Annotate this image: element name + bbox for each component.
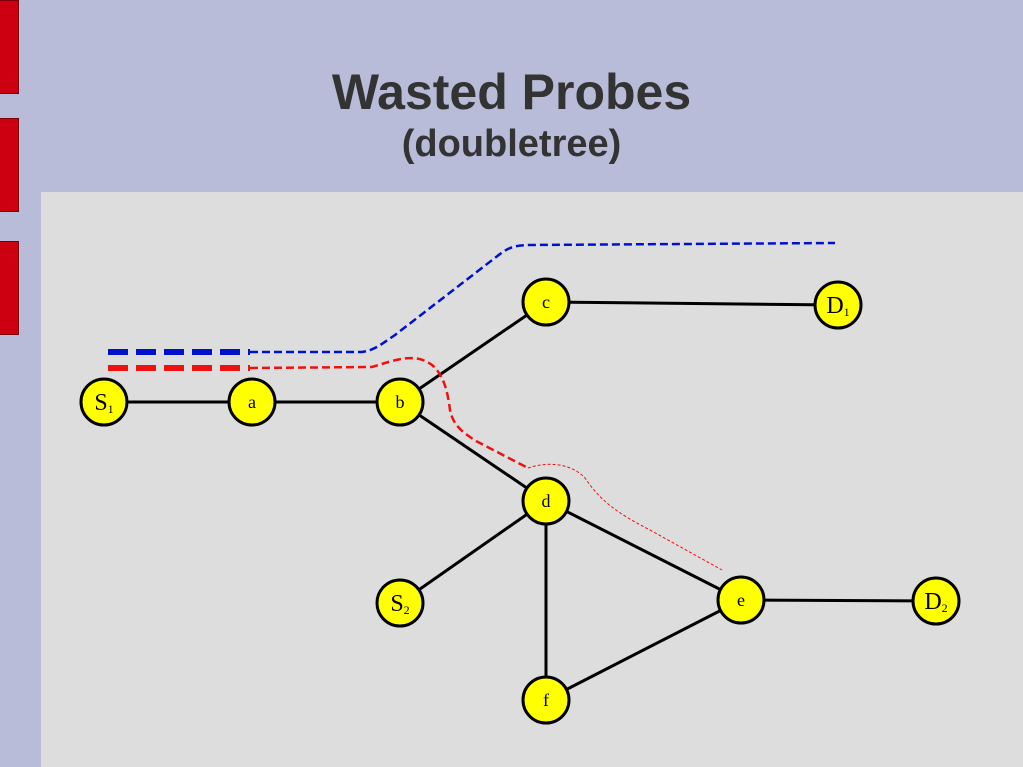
- edge-d-s2: [399, 499, 547, 605]
- edge-f-e: [545, 598, 742, 702]
- node-label-main: a: [248, 392, 256, 412]
- node-label: e: [737, 590, 745, 610]
- node-label-main: D: [826, 293, 843, 319]
- node-circle: [79, 377, 129, 427]
- node-circle: [716, 575, 766, 625]
- node-circle: [375, 377, 425, 427]
- node-circle: [521, 476, 571, 526]
- edge-d-e: [545, 499, 742, 602]
- node-b: b: [375, 377, 425, 427]
- edge-c-d1: [545, 300, 839, 307]
- node-e: e: [716, 575, 766, 625]
- node-label-main: S: [390, 591, 403, 617]
- accent-bar-top: [0, 0, 19, 94]
- node-label-main: e: [737, 590, 745, 610]
- node-circle: [813, 280, 863, 330]
- node-label: S1: [94, 390, 113, 416]
- slide-subtitle: (doubletree): [401, 123, 622, 165]
- node-c: c: [521, 277, 571, 327]
- node-label-subscript: 2: [942, 601, 948, 615]
- node-d1: D1: [813, 280, 863, 330]
- probe-path-red-medium: [249, 356, 529, 470]
- accent-bar-bottom: [0, 241, 19, 335]
- node-circle: [521, 277, 571, 327]
- node-circle: [375, 578, 425, 628]
- edges-layer: [104, 300, 937, 702]
- node-label-main: c: [542, 292, 550, 312]
- node-label: a: [248, 392, 256, 412]
- node-s1: S1: [79, 377, 129, 427]
- node-label-subscript: 2: [404, 603, 410, 617]
- node-label: b: [396, 392, 405, 412]
- edge-e-d2: [740, 598, 937, 603]
- node-circle: [521, 675, 571, 725]
- node-label: D2: [924, 589, 947, 615]
- edge-b-d: [399, 400, 547, 503]
- node-d: d: [521, 476, 571, 526]
- probe-paths: [108, 241, 836, 571]
- node-label-subscript: 1: [108, 402, 114, 416]
- node-s2: S2: [375, 578, 425, 628]
- node-a: a: [227, 377, 277, 427]
- node-d2: D2: [911, 576, 961, 626]
- node-f: f: [521, 675, 571, 725]
- slide-title-block: Wasted Probes (doubletree): [0, 62, 1023, 166]
- probe-path-blue-medium: [250, 241, 836, 354]
- node-label-subscript: 1: [844, 305, 850, 319]
- accent-bar-middle: [0, 118, 19, 212]
- node-label: d: [542, 491, 551, 511]
- node-label-main: f: [543, 690, 549, 710]
- node-circle: [227, 377, 277, 427]
- node-label: c: [542, 292, 550, 312]
- node-circle: [911, 576, 961, 626]
- node-label-main: S: [94, 390, 107, 416]
- node-label: D1: [826, 293, 849, 319]
- node-label-main: D: [924, 589, 941, 615]
- slide-title: Wasted Probes: [331, 64, 692, 120]
- node-label: S2: [390, 591, 409, 617]
- node-label-main: d: [542, 491, 551, 511]
- node-label-main: b: [396, 392, 405, 412]
- edge-b-c: [399, 300, 547, 404]
- node-label: f: [543, 690, 549, 710]
- probe-path-red-thin: [527, 463, 723, 571]
